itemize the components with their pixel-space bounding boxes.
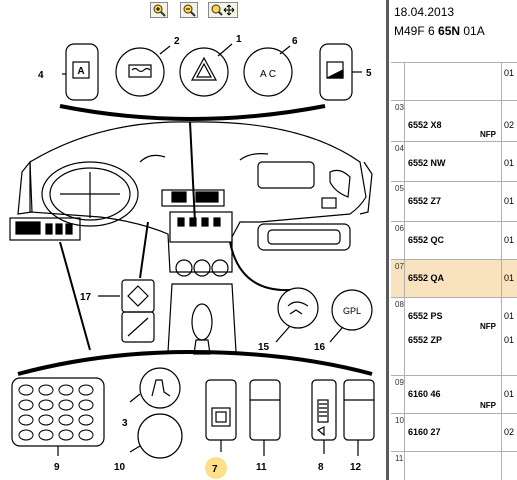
zoom-in-icon[interactable] <box>150 2 168 18</box>
keypad-button <box>18 429 34 441</box>
callout-5[interactable]: 5 <box>366 68 372 79</box>
blank-switch-11[interactable] <box>249 379 281 441</box>
callout-8[interactable]: 8 <box>318 462 324 473</box>
keypad-button <box>18 399 34 411</box>
diagram-toolbar <box>0 0 386 22</box>
list-item[interactable]: 05 6552 Z7 01 <box>391 181 517 221</box>
keypad-button <box>78 429 94 441</box>
list-item[interactable]: 08 6552 PS NFP 01 6552 ZP 01 <box>391 297 517 375</box>
callout-15[interactable]: 15 <box>258 342 270 353</box>
list-item[interactable]: 10 6160 27 02 <box>391 413 517 451</box>
keypad-button <box>38 414 54 426</box>
document-header: 18.04.2013 M49F 6 65N 01A <box>391 0 517 62</box>
keypad-buttons <box>18 384 94 441</box>
callout-10[interactable]: 10 <box>114 462 126 473</box>
callout-7[interactable]: 7 <box>212 464 218 475</box>
parts-diagram: A A C <box>9 34 375 479</box>
keypad-button <box>78 399 94 411</box>
list-item[interactable]: 04 6552 NW 01 <box>391 141 517 181</box>
headlamp-adjust-switch-8[interactable] <box>311 379 337 441</box>
keypad-button <box>18 384 34 396</box>
callout-2[interactable]: 2 <box>174 36 180 47</box>
keypad-button <box>58 399 74 411</box>
document-reference: M49F 6 65N 01A <box>394 24 485 38</box>
zoom-pan-icon[interactable] <box>208 2 238 18</box>
switch-5[interactable] <box>319 43 353 101</box>
switch-15[interactable] <box>277 287 319 329</box>
list-item[interactable]: 11 <box>391 451 517 480</box>
list-item-selected[interactable]: 07 6552 QA 01 <box>391 259 517 297</box>
keypad-button <box>38 384 54 396</box>
callout-3[interactable]: 3 <box>122 418 128 429</box>
panel-divider[interactable] <box>386 0 389 480</box>
rear-defrost-switch[interactable] <box>115 47 165 97</box>
switch-7[interactable] <box>205 379 237 441</box>
switch-4[interactable]: A <box>65 43 99 101</box>
keypad-button <box>58 414 74 426</box>
hazard-switch[interactable] <box>179 47 229 97</box>
callout-11[interactable]: 11 <box>256 462 267 473</box>
parts-list: 01 03 6552 X8 NFP 02 04 6552 NW 01 05 65… <box>391 62 517 480</box>
callout-1[interactable]: 1 <box>236 34 242 45</box>
list-item[interactable]: 01 <box>391 62 517 100</box>
callout-4[interactable]: 4 <box>38 70 44 81</box>
callout-12[interactable]: 12 <box>350 462 362 473</box>
switch-17[interactable] <box>121 279 155 343</box>
selected-callout-highlight <box>205 457 227 479</box>
keypad-button <box>58 429 74 441</box>
keypad-button <box>38 399 54 411</box>
zoom-out-icon[interactable] <box>180 2 198 18</box>
ac-switch[interactable]: A C <box>243 47 293 97</box>
svg-text:A: A <box>77 66 84 77</box>
document-date: 18.04.2013 <box>394 5 455 19</box>
keypad-button <box>58 384 74 396</box>
blank-switch-10[interactable] <box>137 413 183 459</box>
callout-6[interactable]: 6 <box>292 36 298 47</box>
keypad-button <box>38 429 54 441</box>
keypad-button <box>18 414 34 426</box>
keypad-button <box>78 414 94 426</box>
blank-switch-12[interactable] <box>343 379 375 441</box>
svg-text:A C: A C <box>260 69 276 80</box>
seat-heater-switch[interactable] <box>139 367 181 409</box>
callout-9[interactable]: 9 <box>54 462 60 473</box>
callout-17[interactable]: 17 <box>80 292 92 303</box>
svg-text:GPL: GPL <box>343 306 361 316</box>
keypad-button <box>78 384 94 396</box>
callout-16[interactable]: 16 <box>314 342 326 353</box>
list-item[interactable]: 09 6160 46 NFP 01 <box>391 375 517 413</box>
gpl-switch[interactable]: GPL <box>331 289 373 331</box>
list-item[interactable]: 06 6552 QC 01 <box>391 221 517 259</box>
list-item[interactable]: 03 6552 X8 NFP 02 <box>391 100 517 141</box>
